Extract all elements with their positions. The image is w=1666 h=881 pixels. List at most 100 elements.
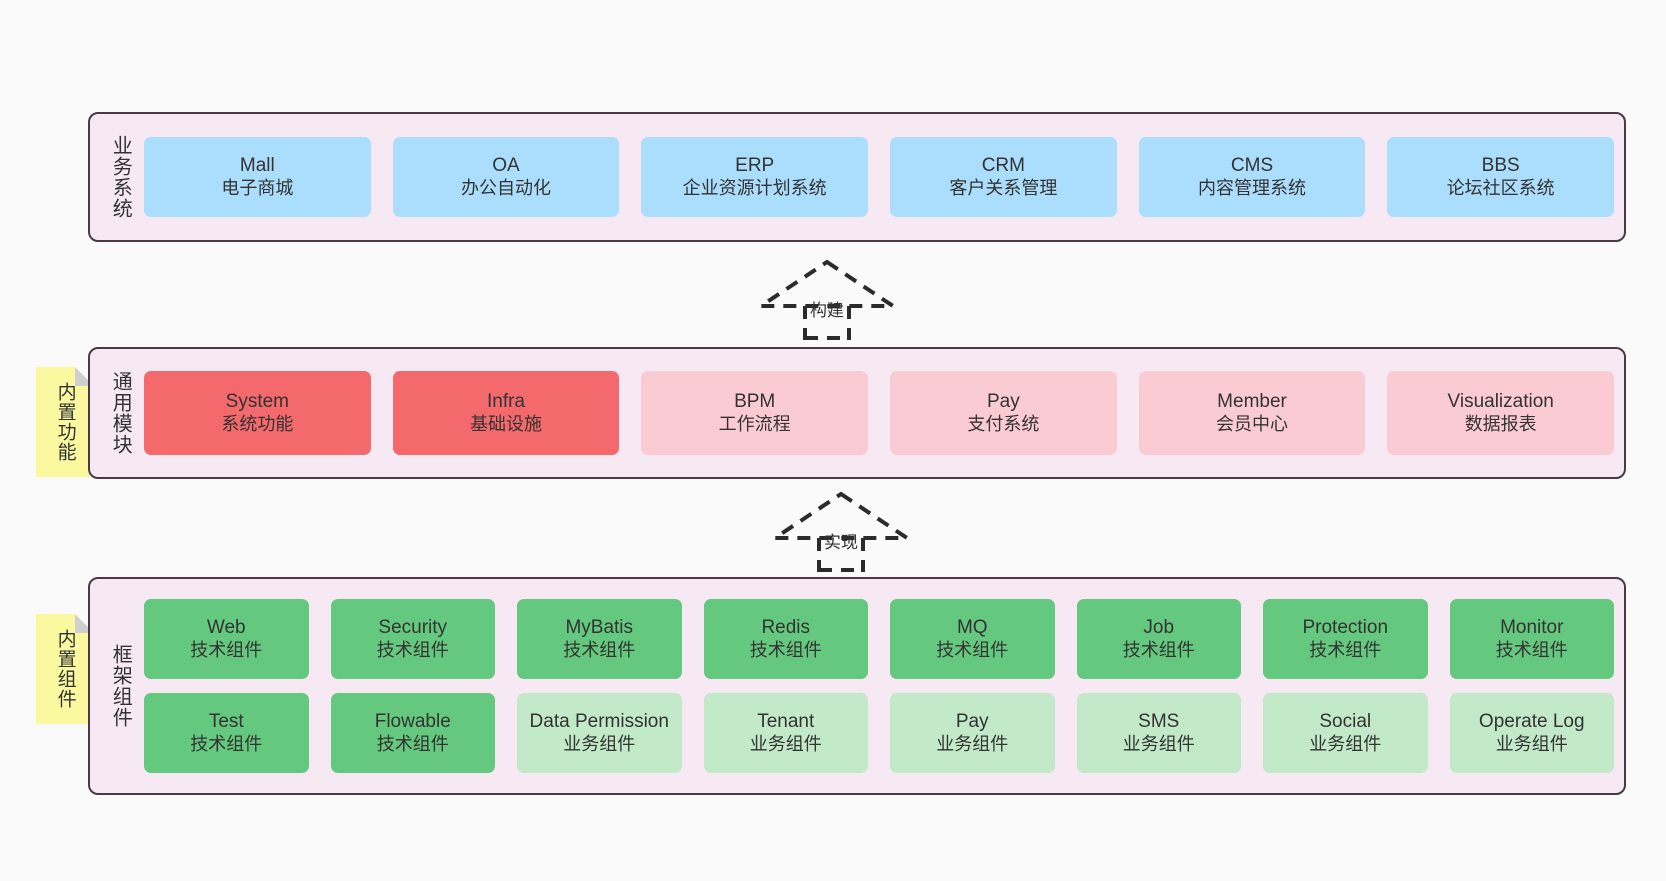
card-title: Security bbox=[378, 617, 448, 639]
card-title: Operate Log bbox=[1478, 711, 1585, 733]
card-title: System bbox=[225, 391, 290, 413]
card-title: Test bbox=[208, 711, 244, 733]
card-subtitle: 业务组件 bbox=[563, 733, 636, 754]
card-data-permission[interactable]: Data Permission 业务组件 bbox=[517, 693, 682, 773]
card-member[interactable]: Member 会员中心 bbox=[1138, 371, 1366, 455]
card-subtitle: 办公自动化 bbox=[461, 177, 551, 198]
card-test[interactable]: Test 技术组件 bbox=[144, 693, 309, 773]
framework-business-row: Test 技术组件 Flowable 技术组件 Data Permission … bbox=[144, 693, 1614, 773]
layer-framework-component: 框架组件 Web 技术组件 Security 技术组件 MyBatis 技术组件… bbox=[88, 577, 1626, 795]
card-title: MQ bbox=[956, 617, 988, 639]
card-subtitle: 系统功能 bbox=[221, 413, 294, 434]
card-subtitle: 基础设施 bbox=[470, 413, 542, 434]
card-erp[interactable]: ERP 企业资源计划系统 bbox=[641, 137, 869, 217]
business-card-row: Mall 电子商城 OA 办公自动化 ERP 企业资源计划系统 CRM 客户关系… bbox=[144, 137, 1615, 217]
card-mybatis[interactable]: MyBatis 技术组件 bbox=[517, 599, 682, 679]
card-subtitle: 技术组件 bbox=[1495, 639, 1568, 660]
card-title: SMS bbox=[1138, 711, 1180, 733]
card-title: Pay bbox=[986, 391, 1020, 413]
layer-business-system: 业务系统 Mall 电子商城 OA 办公自动化 ERP 企业资源计划系统 CRM… bbox=[88, 112, 1626, 242]
card-mq[interactable]: MQ 技术组件 bbox=[890, 599, 1055, 679]
card-cms[interactable]: CMS 内容管理系统 bbox=[1138, 137, 1366, 217]
sticky-note-label: 内置功能 bbox=[54, 382, 76, 462]
connector-build-label: 构建 bbox=[810, 301, 844, 320]
layer-common-module: 通用模块 System 系统功能 Infra 基础设施 BPM 工作流程 Pay… bbox=[88, 347, 1626, 479]
sticky-note-builtin-functions: 内置功能 bbox=[36, 367, 94, 477]
connector-implement-label: 实现 bbox=[824, 533, 858, 552]
card-subtitle: 内容管理系统 bbox=[1198, 177, 1307, 198]
card-oa[interactable]: OA 办公自动化 bbox=[392, 137, 620, 217]
card-flowable[interactable]: Flowable 技术组件 bbox=[330, 693, 495, 773]
card-subtitle: 技术组件 bbox=[749, 639, 822, 660]
card-visualization[interactable]: Visualization 数据报表 bbox=[1387, 371, 1615, 455]
card-title: Job bbox=[1143, 617, 1175, 639]
card-protection[interactable]: Protection 技术组件 bbox=[1263, 599, 1428, 679]
layer-title-framework-component: 框架组件 bbox=[109, 644, 132, 728]
card-subtitle: 工作流程 bbox=[718, 413, 791, 434]
card-subtitle: 技术组件 bbox=[1122, 639, 1195, 660]
card-title: BPM bbox=[734, 391, 776, 413]
layer-body-framework-component: Web 技术组件 Security 技术组件 MyBatis 技术组件 Redi… bbox=[140, 587, 1614, 785]
card-web[interactable]: Web 技术组件 bbox=[144, 599, 309, 679]
card-subtitle: 业务组件 bbox=[1495, 733, 1568, 754]
card-bpm[interactable]: BPM 工作流程 bbox=[641, 371, 869, 455]
card-pay-component[interactable]: Pay 业务组件 bbox=[890, 693, 1055, 773]
card-title: BBS bbox=[1481, 155, 1520, 177]
card-subtitle: 技术组件 bbox=[1309, 639, 1382, 660]
card-subtitle: 客户关系管理 bbox=[949, 177, 1058, 198]
card-sms[interactable]: SMS 业务组件 bbox=[1076, 693, 1241, 773]
card-infra[interactable]: Infra 基础设施 bbox=[392, 371, 620, 455]
card-subtitle: 论坛社区系统 bbox=[1446, 177, 1555, 198]
connector-build: 构建 bbox=[754, 258, 900, 340]
card-subtitle: 业务组件 bbox=[749, 733, 822, 754]
card-title: Web bbox=[206, 617, 246, 639]
card-title: Tenant bbox=[757, 711, 815, 733]
card-bbs[interactable]: BBS 论坛社区系统 bbox=[1387, 137, 1615, 217]
card-title: OA bbox=[492, 155, 520, 177]
card-title: MyBatis bbox=[565, 617, 634, 639]
card-title: Protection bbox=[1302, 617, 1389, 639]
card-subtitle: 技术组件 bbox=[376, 733, 449, 754]
card-monitor[interactable]: Monitor 技术组件 bbox=[1449, 599, 1614, 679]
sticky-note-builtin-components: 内置组件 bbox=[36, 614, 94, 724]
card-social[interactable]: Social 业务组件 bbox=[1263, 693, 1428, 773]
card-redis[interactable]: Redis 技术组件 bbox=[703, 599, 868, 679]
card-title: Redis bbox=[761, 617, 811, 639]
framework-tech-row: Web 技术组件 Security 技术组件 MyBatis 技术组件 Redi… bbox=[144, 599, 1614, 679]
card-crm[interactable]: CRM 客户关系管理 bbox=[890, 137, 1117, 217]
card-job[interactable]: Job 技术组件 bbox=[1076, 599, 1241, 679]
card-title: Visualization bbox=[1447, 391, 1554, 413]
card-subtitle: 电子商城 bbox=[221, 177, 294, 198]
card-subtitle: 技术组件 bbox=[936, 639, 1009, 660]
card-subtitle: 技术组件 bbox=[190, 733, 263, 754]
layer-body-common-module: System 系统功能 Infra 基础设施 BPM 工作流程 Pay 支付系统… bbox=[140, 357, 1615, 469]
layer-body-business-system: Mall 电子商城 OA 办公自动化 ERP 企业资源计划系统 CRM 客户关系… bbox=[140, 122, 1615, 232]
card-subtitle: 会员中心 bbox=[1216, 413, 1289, 434]
card-subtitle: 支付系统 bbox=[967, 413, 1040, 434]
card-tenant[interactable]: Tenant 业务组件 bbox=[703, 693, 868, 773]
layer-title-business-system: 业务系统 bbox=[109, 135, 132, 219]
card-title: Infra bbox=[486, 391, 526, 413]
card-pay-module[interactable]: Pay 支付系统 bbox=[890, 371, 1117, 455]
card-title: Data Permission bbox=[529, 711, 669, 733]
card-title: ERP bbox=[735, 155, 775, 177]
card-mall[interactable]: Mall 电子商城 bbox=[144, 137, 371, 217]
card-subtitle: 数据报表 bbox=[1464, 413, 1537, 434]
card-title: Mall bbox=[239, 155, 275, 177]
card-subtitle: 技术组件 bbox=[563, 639, 636, 660]
card-title: Member bbox=[1217, 391, 1287, 413]
card-system[interactable]: System 系统功能 bbox=[144, 371, 371, 455]
card-subtitle: 企业资源计划系统 bbox=[682, 177, 827, 198]
card-title: Flowable bbox=[374, 711, 451, 733]
card-title: Social bbox=[1319, 711, 1372, 733]
card-subtitle: 业务组件 bbox=[1309, 733, 1382, 754]
common-card-row: System 系统功能 Infra 基础设施 BPM 工作流程 Pay 支付系统… bbox=[144, 371, 1615, 455]
card-subtitle: 业务组件 bbox=[1122, 733, 1195, 754]
connector-implement: 实现 bbox=[768, 490, 914, 572]
card-subtitle: 业务组件 bbox=[936, 733, 1009, 754]
card-title: CMS bbox=[1230, 155, 1274, 177]
card-security[interactable]: Security 技术组件 bbox=[330, 599, 495, 679]
sticky-note-label: 内置组件 bbox=[54, 629, 76, 709]
card-operate-log[interactable]: Operate Log 业务组件 bbox=[1449, 693, 1614, 773]
